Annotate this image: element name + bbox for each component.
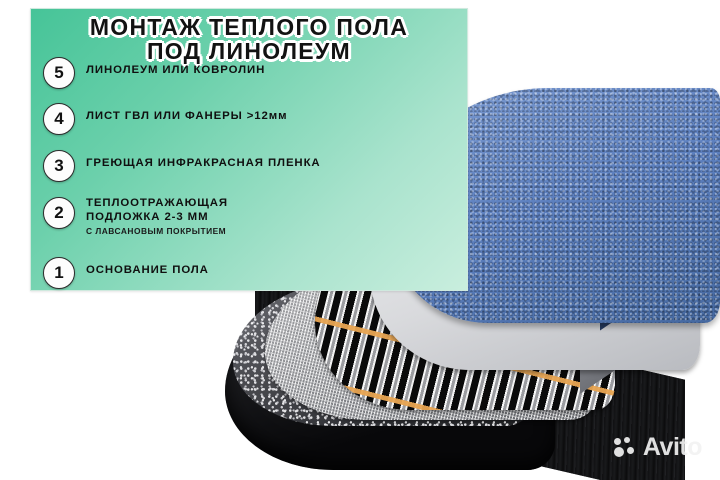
poster-title: МОНТАЖ ТЕПЛОГО ПОЛА ПОД ЛИНОЛЕУМ <box>31 15 467 63</box>
legend-text-5: ЛИНОЛЕУМ ИЛИ КОВРОЛИН <box>86 57 265 78</box>
legend-label-3: ГРЕЮЩАЯ ИНФРАКРАСНАЯ ПЛЕНКА <box>86 157 321 169</box>
legend-bullet-2: 2 <box>43 197 75 229</box>
legend-item-3: 3 ГРЕЮЩАЯ ИНФРАКРАСНАЯ ПЛЕНКА <box>43 150 321 182</box>
legend-bullet-5-number: 5 <box>54 63 64 82</box>
legend-bullet-4-number: 4 <box>54 109 64 128</box>
legend-bullet-4: 4 <box>43 103 75 135</box>
legend-label-1: ОСНОВАНИЕ ПОЛА <box>86 264 209 276</box>
info-panel: МОНТАЖ ТЕПЛОГО ПОЛА ПОД ЛИНОЛЕУМ 5 ЛИНОЛ… <box>30 8 468 291</box>
legend-bullet-3-number: 3 <box>54 156 64 175</box>
legend-label-4: ЛИСТ ГВЛ ИЛИ ФАНЕРЫ >12мм <box>86 110 288 122</box>
legend-label-2-line-1: ТЕПЛООТРАЖАЮЩАЯ <box>86 197 229 209</box>
legend-text-4: ЛИСТ ГВЛ ИЛИ ФАНЕРЫ >12мм <box>86 103 287 124</box>
legend-label-5: ЛИНОЛЕУМ ИЛИ КОВРОЛИН <box>86 64 266 76</box>
legend-bullet-2-number: 2 <box>54 203 64 222</box>
avito-watermark: Avito <box>613 433 703 461</box>
poster-title-line-2: ПОД ЛИНОЛЕУМ <box>146 38 352 64</box>
legend-bullet-1: 1 <box>43 257 75 289</box>
legend-item-4: 4 ЛИСТ ГВЛ ИЛИ ФАНЕРЫ >12мм <box>43 103 287 135</box>
legend-item-1: 1 ОСНОВАНИЕ ПОЛА <box>43 257 209 289</box>
avito-logo-icon <box>613 436 638 459</box>
legend-bullet-1-number: 1 <box>54 263 64 282</box>
legend-text-3: ГРЕЮЩАЯ ИНФРАКРАСНАЯ ПЛЕНКА <box>86 150 321 171</box>
legend-bullet-5: 5 <box>43 57 75 89</box>
legend-sublabel-2: С ЛАВСАНОВЫМ ПОКРЫТИЕМ <box>86 226 227 236</box>
legend-bullet-3: 3 <box>43 150 75 182</box>
poster-title-line-1: МОНТАЖ ТЕПЛОГО ПОЛА <box>89 14 409 40</box>
legend-item-5: 5 ЛИНОЛЕУМ ИЛИ КОВРОЛИН <box>43 57 265 89</box>
avito-wordmark: Avito <box>642 433 703 461</box>
legend-text-1: ОСНОВАНИЕ ПОЛА <box>86 257 209 278</box>
legend-item-2: 2 ТЕПЛООТРАЖАЮЩАЯ ПОДЛОЖКА 2-3 ММ С ЛАВС… <box>43 197 228 237</box>
legend-text-2: ТЕПЛООТРАЖАЮЩАЯ ПОДЛОЖКА 2-3 ММ С ЛАВСАН… <box>86 197 228 237</box>
legend-label-2-line-2: ПОДЛОЖКА 2-3 ММ <box>86 210 209 223</box>
